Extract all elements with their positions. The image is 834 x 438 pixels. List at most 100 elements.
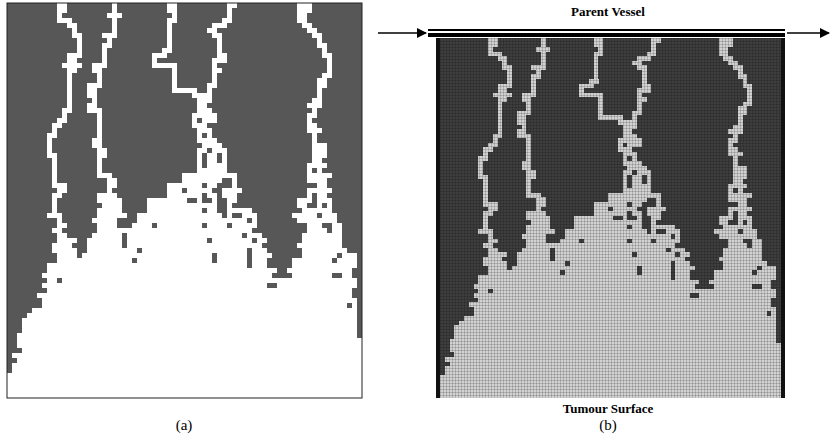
vessel-cell: [352, 303, 357, 308]
vessel-cell: [52, 198, 57, 203]
vessel-cell: [52, 183, 67, 188]
vessel-cell: [102, 53, 107, 58]
vessel-cell: [77, 38, 82, 43]
vessel-cell: [27, 313, 357, 318]
vessel-cell: [167, 183, 202, 188]
vessel-cell: [227, 8, 232, 13]
vessel-cell: [7, 388, 362, 393]
vessel-cell: [47, 278, 57, 283]
vessel-cell: [167, 28, 172, 33]
vessel-cell: [337, 258, 357, 263]
vessel-cell: [162, 48, 172, 53]
flow-arrow: [787, 32, 829, 34]
vessel-cell: [87, 243, 122, 248]
vessel-cell: [92, 218, 117, 223]
vessel-cell: [77, 43, 82, 48]
vessel-cell: [207, 28, 217, 33]
vessel-cell: [52, 208, 57, 213]
vessel-cell: [72, 28, 77, 33]
vessel-cell: [87, 93, 97, 98]
vessel-cell: [12, 363, 362, 368]
vessel-cell: [167, 38, 172, 43]
vessel-cell: [67, 98, 72, 103]
vessel-cell: [322, 213, 337, 218]
vessel-cell: [147, 203, 217, 208]
vessel-cell: [52, 173, 57, 178]
vessel-cell: [227, 203, 232, 208]
vessel-cell: [167, 188, 182, 193]
vessel-cell: [137, 258, 212, 263]
vessel-cell: [187, 188, 212, 193]
vessel-cell: [107, 13, 122, 18]
vessel-cell: [202, 143, 222, 148]
vessel-cell: [302, 23, 312, 28]
vessel-cell: [22, 348, 362, 353]
vessel-cell: [47, 133, 57, 138]
vessel-cell: [297, 8, 312, 13]
vessel-cell: [97, 193, 117, 198]
panel-a-network: [7, 3, 362, 398]
vessel-cell: [192, 118, 197, 123]
vessel-cell: [47, 263, 247, 268]
vessel-cell: [67, 53, 82, 58]
vessel-cell: [22, 323, 357, 328]
vessel-cell: [317, 193, 327, 198]
vessel-cell: [57, 233, 67, 238]
vessel-cell: [52, 193, 62, 198]
vessel-cell: [97, 133, 102, 138]
vessel-cell: [327, 58, 332, 63]
vessel-cell: [307, 163, 327, 168]
vessel-cell: [252, 253, 272, 258]
vessel-cell: [42, 283, 267, 288]
vessel-cell: [92, 63, 107, 68]
vessel-cell: [312, 158, 322, 163]
vessel-cell: [92, 233, 122, 238]
vessel-cell: [307, 118, 312, 123]
vessel-cell: [317, 38, 322, 43]
vessel-cell: [67, 78, 72, 83]
vessel-cell: [227, 213, 232, 218]
vessel-cell: [327, 203, 332, 208]
vessel-cell: [207, 163, 227, 168]
vessel-cell: [97, 73, 102, 78]
vessel-cell: [197, 103, 207, 108]
vessel-cell: [57, 13, 62, 18]
parent-vessel-bar-line: [428, 31, 785, 33]
vessel-cell: [57, 3, 67, 8]
vessel-cell: [92, 98, 97, 103]
vessel-cell: [47, 153, 57, 158]
vessel-cell: [242, 213, 257, 218]
vessel-cell: [317, 88, 322, 93]
vessel-cell: [172, 78, 177, 83]
vessel-cell: [57, 223, 67, 228]
vessel-cell: [62, 113, 67, 118]
vessel-cell: [67, 58, 77, 63]
vessel-cell: [112, 18, 117, 23]
vessel-cell: [207, 158, 217, 163]
vessel-cell: [47, 288, 352, 293]
vessel-cell: [312, 98, 322, 103]
flow-arrow: [378, 32, 426, 34]
vessel-cell: [307, 168, 312, 173]
vessel-cell: [192, 123, 207, 128]
vessel-cell: [207, 193, 217, 198]
vessel-cell: [97, 208, 122, 213]
vessel-cell: [57, 258, 132, 263]
vessel-cell: [7, 393, 362, 398]
vessel-cell: [52, 243, 72, 248]
vessel-cell: [307, 178, 327, 183]
vessel-cell: [217, 258, 247, 263]
vessel-cell: [97, 148, 107, 153]
vessel-cell: [302, 233, 342, 238]
vessel-cell: [212, 198, 217, 203]
panel-b-side: [781, 38, 785, 398]
vessel-cell: [82, 253, 212, 258]
vessel-cell: [297, 18, 307, 23]
vessel-cell: [7, 383, 362, 388]
vessel-cell: [52, 178, 57, 183]
vessel-cell: [232, 178, 237, 183]
vessel-cell: [52, 123, 62, 128]
vessel-cell: [52, 248, 77, 253]
vessel-cell: [112, 28, 117, 33]
vessel-cell: [97, 213, 127, 218]
